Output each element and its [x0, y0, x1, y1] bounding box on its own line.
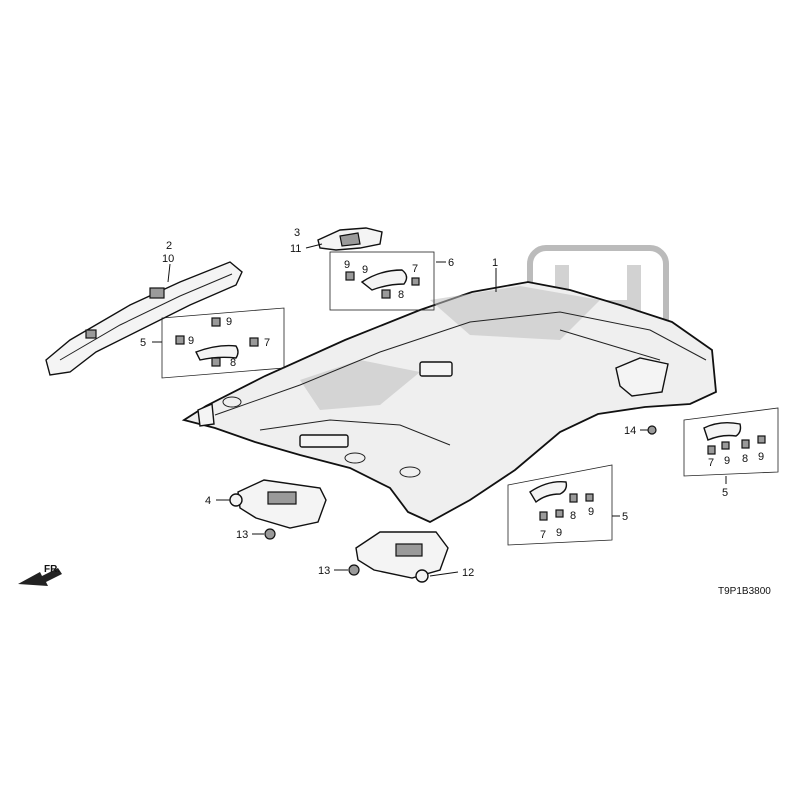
callout-6: 6 — [448, 257, 454, 269]
rear-grab-handle-recess — [615, 357, 669, 397]
clip-14 — [647, 425, 657, 435]
diagram-code: T9P1B3800 — [718, 586, 771, 597]
callout-13-left: 13 — [236, 529, 248, 541]
map-light-opening — [299, 434, 349, 448]
visor-clip-right — [348, 564, 360, 576]
callout-5-mid: 5 — [622, 511, 628, 523]
group-box-mid — [507, 464, 613, 546]
assist-grip-left — [175, 317, 259, 367]
dome-light-opening — [419, 361, 453, 377]
headliner-panel — [181, 281, 717, 524]
group-box-right — [683, 407, 779, 477]
callout-10: 10 — [162, 253, 174, 265]
group-right-7: 7 — [708, 457, 714, 469]
callout-13-right: 13 — [318, 565, 330, 577]
front-direction-arrow: FR. — [18, 564, 62, 586]
group-left-7: 7 — [264, 337, 270, 349]
callout-2: 2 — [166, 240, 172, 252]
group-right-8: 8 — [742, 453, 748, 465]
group-mid-7: 7 — [540, 529, 546, 541]
front-bracket — [45, 261, 243, 376]
callout-1: 1 — [492, 257, 498, 269]
assist-grip-top — [345, 269, 420, 299]
group-mid-8: 8 — [570, 510, 576, 522]
group-top-9b: 9 — [362, 264, 368, 276]
group-left-9b: 9 — [188, 335, 194, 347]
callout-4: 4 — [205, 495, 211, 507]
assist-grip-mid — [529, 481, 594, 521]
group-mid-9a: 9 — [556, 527, 562, 539]
group-left-8: 8 — [230, 357, 236, 369]
headliner-front-tab — [197, 402, 215, 427]
group-right-9a: 9 — [724, 455, 730, 467]
callout-5-left: 5 — [140, 337, 146, 349]
sun-visor-right — [355, 531, 449, 583]
group-left-9a: 9 — [226, 316, 232, 328]
callout-5-right: 5 — [722, 487, 728, 499]
center-bracket — [317, 227, 383, 251]
leader-lines — [152, 243, 727, 577]
group-mid-9b: 9 — [588, 506, 594, 518]
callout-12: 12 — [462, 567, 474, 579]
front-direction-label: FR. — [44, 564, 60, 575]
visor-clip-left — [264, 528, 276, 540]
group-right-9b: 9 — [758, 451, 764, 463]
group-box-left — [161, 307, 285, 379]
callout-14: 14 — [624, 425, 636, 437]
group-top-9a: 9 — [344, 259, 350, 271]
assist-grip-right — [703, 421, 766, 455]
group-top-7: 7 — [412, 263, 418, 275]
callout-3: 3 — [294, 227, 300, 239]
group-top-8: 8 — [398, 289, 404, 301]
sun-visor-left — [229, 479, 327, 529]
callout-11: 11 — [290, 243, 301, 255]
group-box-top — [329, 251, 435, 311]
